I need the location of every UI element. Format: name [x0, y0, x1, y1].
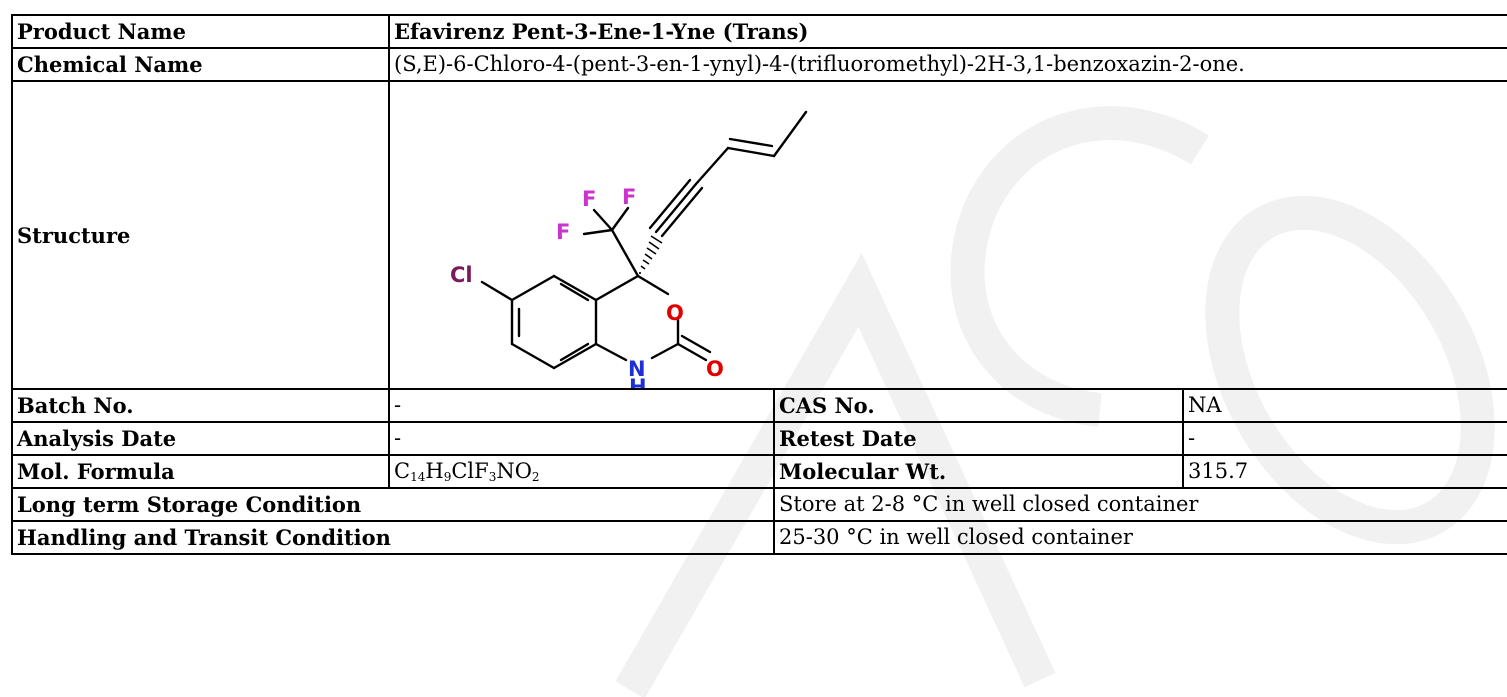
- formula-part: C: [394, 459, 411, 483]
- coa-table: Product Name Efavirenz Pent-3-Ene-1-Yne …: [11, 14, 1507, 555]
- molecular-wt-label: Molecular Wt.: [773, 454, 1184, 489]
- row-formula: Mol. Formula C14H9ClF3NO2 Molecular Wt. …: [11, 454, 1507, 489]
- atom-f2: F: [622, 185, 636, 209]
- formula-subscript: 3: [488, 470, 497, 484]
- retest-date-value: -: [1182, 421, 1507, 456]
- chemical-name-value: (S,E)-6-Chloro-4-(pent-3-en-1-ynyl)-4-(t…: [388, 47, 1507, 82]
- atom-o-carbonyl: O: [706, 357, 724, 381]
- product-name-label: Product Name: [11, 14, 390, 49]
- analysis-date-label: Analysis Date: [11, 421, 390, 456]
- chemical-structure-diagram: F F F Cl O O N H: [450, 110, 808, 388]
- row-chemical-name: Chemical Name (S,E)-6-Chloro-4-(pent-3-e…: [11, 47, 1507, 82]
- molecular-wt-value: 315.7: [1182, 454, 1507, 489]
- cas-no-label: CAS No.: [773, 388, 1184, 423]
- retest-date-label: Retest Date: [773, 421, 1184, 456]
- row-batch: Batch No. - CAS No. NA: [11, 388, 1507, 423]
- formula-part: H: [425, 459, 444, 483]
- row-structure: Structure: [11, 80, 1507, 390]
- batch-no-label: Batch No.: [11, 388, 390, 423]
- row-analysis-date: Analysis Date - Retest Date -: [11, 421, 1507, 456]
- handling-condition-label: Handling and Transit Condition: [11, 520, 775, 555]
- formula-subscript: 2: [531, 470, 540, 484]
- atom-h: H: [629, 375, 647, 388]
- structure-label: Structure: [11, 80, 390, 390]
- mol-formula-label: Mol. Formula: [11, 454, 390, 489]
- atom-cl: Cl: [450, 263, 473, 287]
- chemical-name-label: Chemical Name: [11, 47, 390, 82]
- cas-no-value: NA: [1182, 388, 1507, 423]
- storage-condition-label: Long term Storage Condition: [11, 487, 775, 522]
- formula-part: NO: [496, 459, 532, 483]
- handling-condition-value: 25-30 °C in well closed container: [773, 520, 1507, 555]
- atom-n: N: [628, 357, 646, 381]
- formula-subscript: 14: [410, 470, 426, 484]
- atom-f1: F: [582, 187, 596, 211]
- product-name-value: Efavirenz Pent-3-Ene-1-Yne (Trans): [388, 14, 1507, 49]
- atom-f3: F: [556, 220, 570, 244]
- storage-condition-value: Store at 2-8 °C in well closed container: [773, 487, 1507, 522]
- atom-o-ring: O: [666, 301, 684, 325]
- row-product-name: Product Name Efavirenz Pent-3-Ene-1-Yne …: [11, 14, 1507, 49]
- row-storage: Long term Storage Condition Store at 2-8…: [11, 487, 1507, 522]
- formula-subscript: 9: [443, 470, 452, 484]
- structure-image-cell: F F F Cl O O N H: [388, 80, 1507, 390]
- mol-formula-value: C14H9ClF3NO2: [388, 454, 775, 489]
- row-handling: Handling and Transit Condition 25-30 °C …: [11, 520, 1507, 555]
- analysis-date-value: -: [388, 421, 775, 456]
- batch-no-value: -: [388, 388, 775, 423]
- formula-part: ClF: [451, 459, 489, 483]
